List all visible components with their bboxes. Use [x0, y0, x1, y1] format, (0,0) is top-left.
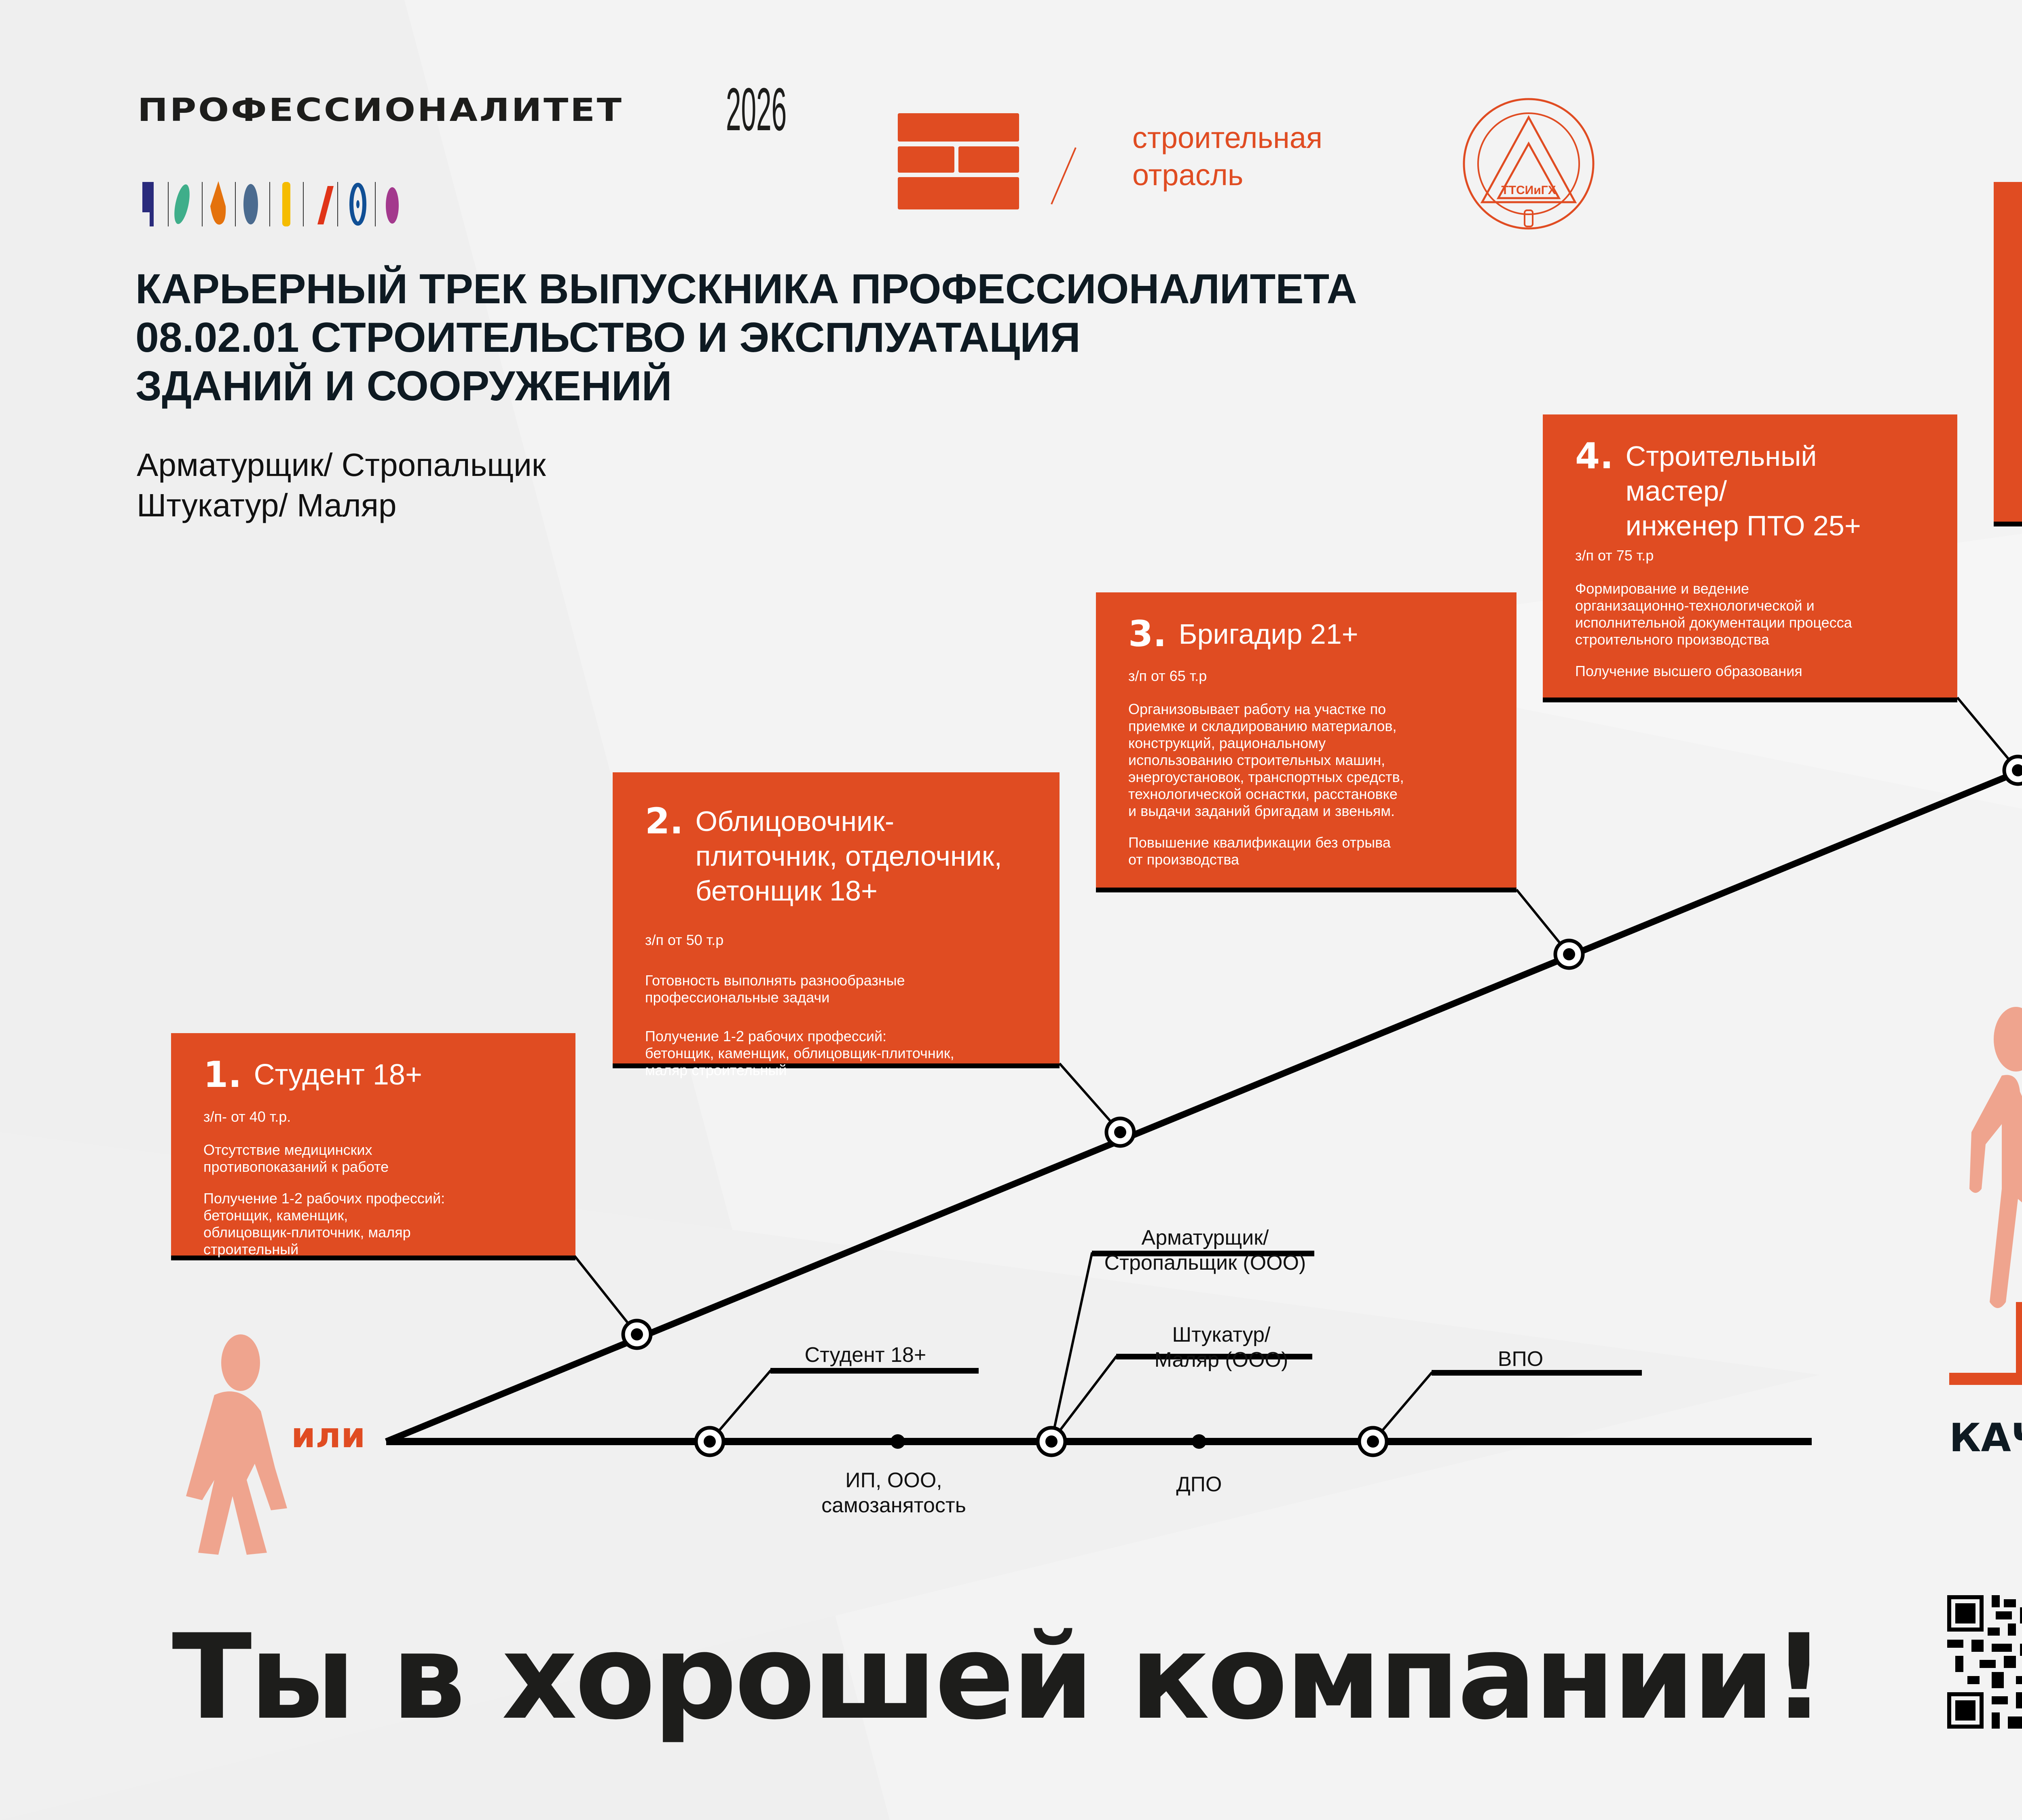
purple-petal-icon [386, 187, 399, 224]
green-leaf-icon [174, 184, 190, 224]
step-education: Получение 1-2 рабочих профессий: бетонщи… [645, 1028, 954, 1078]
blue-target-icon [349, 183, 366, 226]
step-role: Облицовочник- плиточник, отделочник, бет… [695, 805, 1002, 907]
step-requirements: Готовность выполнять разнообразные профе… [645, 972, 905, 1006]
step-education: Получение 1-2 рабочих профессий: бетонщи… [203, 1190, 445, 1258]
orange-drop-icon [210, 181, 226, 225]
industry-label: строительная отрасль [1132, 121, 1323, 192]
step-number: 2. [645, 800, 683, 842]
qr-code-icon[interactable] [1947, 1595, 2022, 1729]
steel-blue-head-icon [243, 184, 258, 224]
step-number: 4. [1575, 435, 1614, 477]
alt-marker-2 [1036, 1426, 1067, 1457]
step-role: Студент 18+ [254, 1059, 422, 1091]
track-marker-1 [621, 1319, 653, 1350]
step-requirements: Организовывает работу на участке по прие… [1128, 701, 1404, 819]
alt-label-additional-ed: ДПО [1176, 1473, 1222, 1496]
alt-dot-2 [1192, 1434, 1206, 1449]
alt-marker-1 [694, 1426, 725, 1457]
slogan: Ты в хорошей компании! [172, 1609, 1826, 1746]
navy-bolt-icon [142, 182, 154, 226]
step-card-2[interactable]: 2. Облицовочник- плиточник, отделочник, б… [613, 772, 1060, 1078]
alt-label-student: Студент 18+ [804, 1343, 926, 1367]
step-role: Бригадир 21+ [1178, 618, 1358, 650]
step-number: 3. [1128, 613, 1167, 655]
alt-label-self-employment: ИП, ООО, самозанятость [821, 1469, 966, 1517]
alt-marker-3 [1357, 1426, 1389, 1457]
track-marker-4 [2002, 755, 2022, 786]
step-salary: з/п- от 40 т.р. [203, 1108, 291, 1125]
stairs-arrow-icon [1949, 1302, 2022, 1385]
step-role: Строительный мастер/ инженер ПТО 25+ [1625, 440, 1861, 541]
yellow-bar-icon [282, 182, 290, 226]
step-requirements: Формирование и ведение организационно-те… [1575, 580, 1852, 648]
step-salary: з/п от 50 т.р [645, 932, 724, 948]
step-education: Получение высшего образования [1575, 663, 1802, 679]
college-logo: ТТСИиГХ [1463, 98, 1595, 230]
qualifications: Арматурщик/ Стропальщик Штукатур/ Маляр [137, 447, 546, 523]
or-label: или [291, 1415, 366, 1456]
step-card-5[interactable]: 5.Начальник участка/ производитель работ… [1994, 182, 2022, 522]
divider-slash-icon [1051, 147, 1077, 205]
year-label: 2026 [726, 75, 787, 143]
red-slash-icon [317, 186, 334, 224]
page-title: КАРЬЕРНЫЙ ТРЕК ВЫПУСКНИКА ПРОФЕССИОНАЛИТ… [135, 266, 1357, 410]
step-salary: з/п от 65 т.р [1128, 668, 1207, 684]
alt-dot-1 [890, 1434, 905, 1449]
benefit-quality: КАЧЕСТВЕННАЯ ПОДГОТОВКА [1949, 1415, 2022, 1461]
walking-person-icon [186, 1334, 287, 1555]
brand-wordmark: ПРОФЕССИОНАЛИТЕТ [137, 92, 624, 129]
alt-label-higher-ed: ВПО [1497, 1347, 1544, 1371]
step-card-1[interactable]: 1. Студент 18+ з/п- от 40 т.р. Отсутствие… [171, 1033, 575, 1258]
track-marker-2 [1104, 1116, 1136, 1148]
step-number: 1. [203, 1054, 242, 1095]
college-logo-abbr: ТТСИиГХ [1501, 184, 1556, 197]
step-salary: з/п от 75 т.р [1575, 547, 1654, 564]
step-requirements: Отсутствие медицинских противопоказаний … [203, 1141, 389, 1175]
alt-label-plasterer-painter: Штукатур/ Маляр (ООО) [1154, 1323, 1288, 1372]
step-card-4[interactable]: 4. Строительный мастер/ инженер ПТО 25+ з… [1543, 414, 1957, 698]
climbing-person-icon [1949, 1007, 2022, 1385]
bricks-logo-icon [898, 113, 1019, 209]
step-card-3[interactable]: 3. Бригадир 21+ з/п от 65 т.р Организовыв… [1096, 592, 1516, 888]
alt-label-rebar-rigger: Арматурщик/ Стропальщик (ООО) [1104, 1226, 1306, 1275]
track-marker-3 [1553, 939, 1585, 970]
brand-icons-row [142, 181, 399, 226]
step-education: Повышение квалификации без отрыва от про… [1128, 834, 1391, 868]
